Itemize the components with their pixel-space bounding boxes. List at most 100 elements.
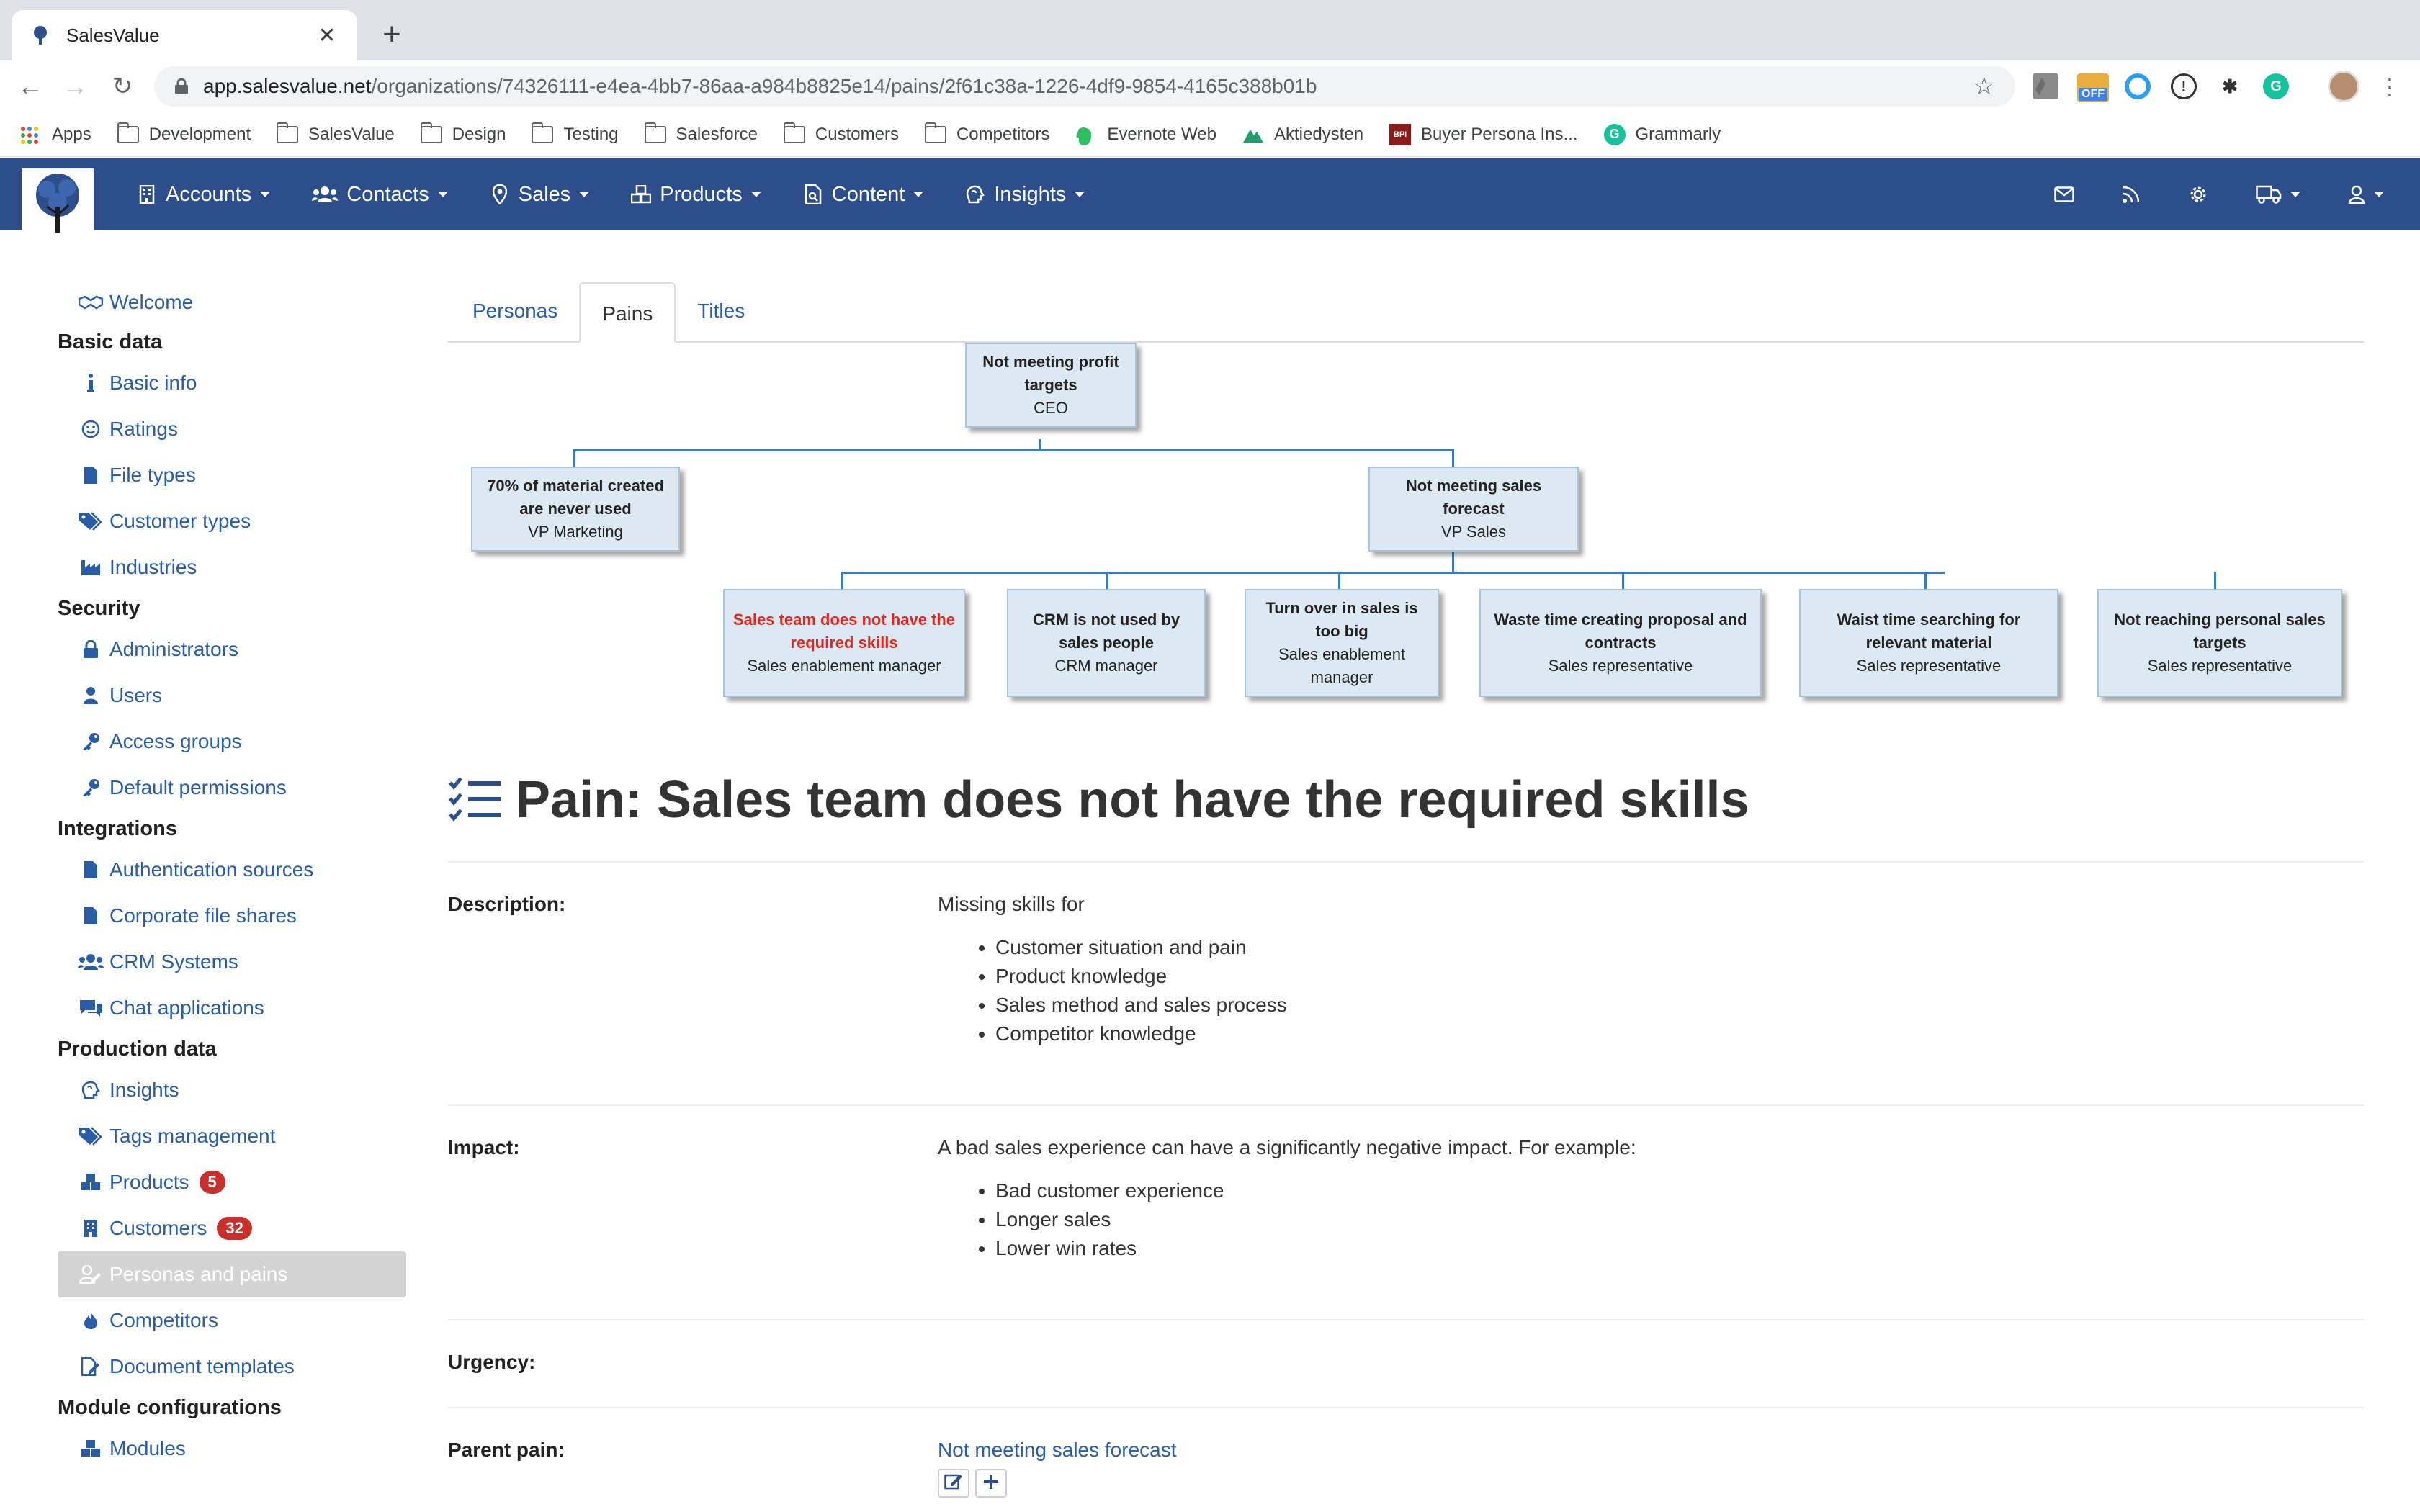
sidebar-item-tags-management[interactable]: Tags management <box>58 1113 406 1159</box>
browser-toolbar: ← → ↻ app.salesvalue.net/organizations/7… <box>0 60 2420 112</box>
file-icon <box>78 905 104 927</box>
bookmark-customers[interactable]: Customers <box>783 122 899 145</box>
drive-extension-icon[interactable] <box>2033 73 2058 99</box>
persona-tabs: Personas Pains Titles <box>448 281 2364 343</box>
org-node-sales-skills[interactable]: Sales team does not have the required sk… <box>723 589 965 697</box>
menu-products[interactable]: Products <box>631 183 761 207</box>
bookmark-buyer-persona[interactable]: BPI Buyer Persona Ins... <box>1389 123 1578 145</box>
tab-personas[interactable]: Personas <box>472 300 558 322</box>
sidebar-item-competitors[interactable]: Competitors <box>58 1297 406 1344</box>
sidebar-item-basic-info[interactable]: Basic info <box>58 360 406 406</box>
bookmark-testing[interactable]: Testing <box>532 122 619 145</box>
app-navbar: Accounts Contacts Sales Products Content… <box>0 158 2420 238</box>
bookmark-salesvalue[interactable]: SalesValue <box>277 122 395 145</box>
add-button[interactable] <box>975 1469 1007 1498</box>
cubes-icon <box>78 1171 104 1193</box>
reload-icon[interactable]: ↻ <box>112 73 133 100</box>
bookmark-competitors[interactable]: Competitors <box>924 122 1049 145</box>
tags-icon <box>78 1125 104 1147</box>
users-icon <box>78 951 104 973</box>
parent-pain-actions <box>938 1469 2306 1498</box>
org-node-proposal-time[interactable]: Waste time creating proposal and contrac… <box>1479 589 1762 697</box>
sidebar-item-crm-systems[interactable]: CRM Systems <box>58 939 406 985</box>
menu-accounts[interactable]: Accounts <box>137 183 271 207</box>
menu-insights[interactable]: Insights <box>965 183 1085 207</box>
info-extension-icon[interactable]: ! <box>2171 73 2197 99</box>
edit-icon <box>944 1472 963 1495</box>
map-pin-icon <box>490 184 510 204</box>
sidebar-item-authentication-sources[interactable]: Authentication sources <box>58 847 406 893</box>
bookmark-apps[interactable]: Apps <box>20 125 91 145</box>
tab-titles[interactable]: Titles <box>697 300 745 322</box>
sidebar-item-document-templates[interactable]: Document templates <box>58 1344 406 1390</box>
brain-icon <box>965 184 985 204</box>
bookmark-development[interactable]: Development <box>117 122 251 145</box>
sidebar-item-file-types[interactable]: File types <box>58 452 406 498</box>
sidebar-item-insights[interactable]: Insights <box>58 1067 406 1113</box>
sidebar-item-customer-types[interactable]: Customer types <box>58 498 406 544</box>
bookmark-design[interactable]: Design <box>420 122 506 145</box>
org-node-personal-targets[interactable]: Not reaching personal sales targets Sale… <box>2097 589 2342 697</box>
org-node-crm-not-used[interactable]: CRM is not used by sales people CRM mana… <box>1007 589 1206 697</box>
grammarly-extension-icon[interactable]: G <box>2263 73 2289 99</box>
sidebar-item-ratings[interactable]: Ratings <box>58 406 406 452</box>
chrome-menu-icon[interactable]: ⋮ <box>2378 73 2401 99</box>
url-text: app.salesvalue.net/organizations/7432611… <box>203 75 1317 97</box>
menu-contacts[interactable]: Contacts <box>312 183 448 207</box>
menu-content[interactable]: Content <box>803 183 924 207</box>
gear-extension-icon[interactable]: ✱ <box>2217 73 2243 99</box>
org-node-root[interactable]: Not meeting profit targets CEO <box>965 343 1137 428</box>
sidebar-item-corporate-file-shares[interactable]: Corporate file shares <box>58 893 406 939</box>
list-item: Sales method and sales process <box>995 991 2306 1020</box>
menu-sales[interactable]: Sales <box>490 183 590 207</box>
browser-tabstrip: SalesValue ✕ + <box>0 0 2420 60</box>
sidebar-item-default-permissions[interactable]: Default permissions <box>58 765 406 811</box>
sidebar-item-administrators[interactable]: Administrators <box>58 626 406 672</box>
sidebar-item-personas-and-pains[interactable]: Personas and pains <box>58 1251 406 1297</box>
tab-pains[interactable]: Pains <box>579 282 676 343</box>
sidebar-item-modules[interactable]: Modules <box>58 1426 406 1472</box>
sidebar-item-industries[interactable]: Industries <box>58 544 406 590</box>
parent-pain-link[interactable]: Not meeting sales forecast <box>938 1439 1177 1461</box>
sidebar: Welcome Basic data Basic info Ratings Fi… <box>58 281 406 1472</box>
new-tab-icon[interactable]: + <box>382 17 401 52</box>
compass-extension-icon[interactable] <box>2125 73 2151 99</box>
pain-heading: Pain: Sales team does not have the requi… <box>448 770 1749 829</box>
sidebar-heading-security: Security <box>58 597 140 620</box>
user-menu-icon[interactable] <box>2348 185 2384 204</box>
off-extension-icon[interactable]: OFF <box>2077 73 2109 102</box>
folder-icon <box>644 122 666 143</box>
bookmark-aktiedysten[interactable]: Aktiedysten <box>1242 125 1363 145</box>
gear-icon[interactable] <box>2188 184 2208 204</box>
envelope-icon[interactable] <box>2054 186 2074 202</box>
back-icon[interactable]: ← <box>17 71 43 101</box>
tab-close-icon[interactable]: ✕ <box>318 23 336 48</box>
org-node-sales-forecast[interactable]: Not meeting sales forecast VP Sales <box>1368 467 1579 552</box>
sidebar-item-access-groups[interactable]: Access groups <box>58 719 406 765</box>
key-icon <box>78 731 104 752</box>
sidebar-item-chat-applications[interactable]: Chat applications <box>58 985 406 1031</box>
org-node-searching-material[interactable]: Waist time searching for relevant materi… <box>1799 589 2058 697</box>
rss-icon[interactable] <box>2122 185 2141 204</box>
org-node-marketing[interactable]: 70% of material created are never used V… <box>471 467 680 552</box>
forward-icon[interactable]: → <box>62 71 88 101</box>
bookmark-salesforce[interactable]: Salesforce <box>644 122 758 145</box>
sidebar-item-users[interactable]: Users <box>58 672 406 719</box>
profile-avatar[interactable] <box>2328 71 2360 102</box>
sidebar-item-welcome[interactable]: Welcome <box>58 281 406 324</box>
bookmark-grammarly[interactable]: G Grammarly <box>1603 123 1721 145</box>
browser-tab[interactable]: SalesValue ✕ <box>12 10 357 60</box>
tree-logo-icon[interactable] <box>22 168 94 238</box>
building-icon <box>78 1218 104 1239</box>
truck-icon[interactable] <box>2256 185 2300 204</box>
folder-icon <box>277 122 299 143</box>
bookmark-star-icon[interactable]: ☆ <box>1973 73 1995 100</box>
org-node-turn-over[interactable]: Turn over in sales is too big Sales enab… <box>1245 589 1439 697</box>
bookmark-evernote[interactable]: Evernote Web <box>1075 125 1216 145</box>
brain-icon <box>78 1079 104 1101</box>
address-bar[interactable]: app.salesvalue.net/organizations/7432611… <box>154 66 2015 107</box>
user-icon <box>78 685 104 706</box>
edit-button[interactable] <box>938 1469 969 1498</box>
